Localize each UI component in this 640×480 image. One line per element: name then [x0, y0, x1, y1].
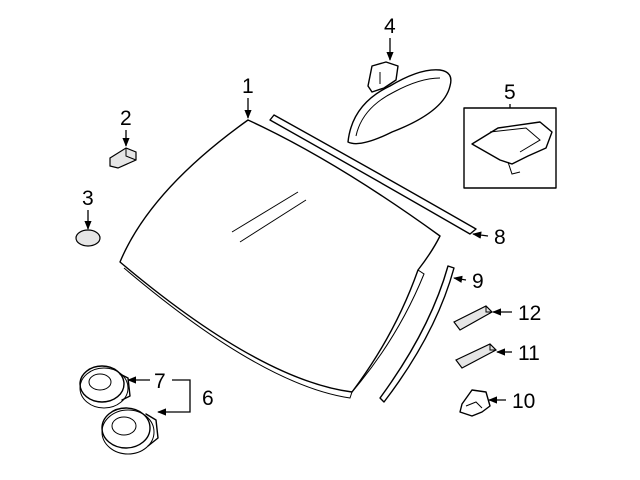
- callout-8: 8: [494, 226, 506, 249]
- upper-moulding[interactable]: [269, 114, 477, 235]
- adhesive-pad-11[interactable]: [455, 343, 497, 369]
- callout-5: 5: [504, 81, 516, 104]
- callout-11: 11: [518, 342, 540, 365]
- mirror-cover-box[interactable]: [463, 107, 557, 189]
- callout-12: 12: [518, 302, 541, 325]
- callout-2: 2: [120, 107, 132, 130]
- bracket-clip[interactable]: [459, 389, 491, 417]
- clip-part[interactable]: [109, 147, 137, 169]
- callout-labels: 1 2 3 4 5 6 7 8 9 10 11 12: [82, 15, 541, 413]
- side-moulding[interactable]: [379, 265, 455, 403]
- adhesive-pad-12[interactable]: [453, 305, 493, 331]
- rear-view-mirror[interactable]: [347, 61, 452, 145]
- callout-7: 7: [154, 370, 166, 393]
- callout-10: 10: [512, 390, 535, 413]
- callout-9: 9: [472, 270, 484, 293]
- callout-1: 1: [242, 75, 254, 98]
- callout-3: 3: [82, 187, 94, 210]
- windshield-glass[interactable]: [119, 119, 441, 399]
- callout-4: 4: [384, 15, 396, 38]
- callout-6: 6: [202, 387, 214, 410]
- sensor-unit-lower[interactable]: [101, 407, 159, 455]
- sensor-cover[interactable]: [75, 229, 101, 247]
- sensor-unit-upper[interactable]: [79, 365, 131, 409]
- leader-lines: [84, 38, 512, 416]
